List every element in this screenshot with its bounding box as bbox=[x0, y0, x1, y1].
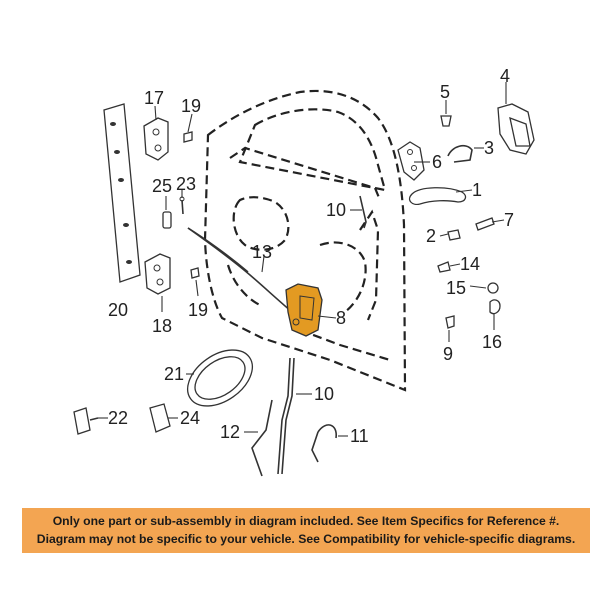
part-18-lower-hinge bbox=[144, 253, 171, 295]
leader-lines bbox=[98, 82, 507, 437]
callout-20: 20 bbox=[108, 300, 128, 320]
callout-22: 22 bbox=[108, 408, 128, 428]
part-9-clip bbox=[445, 315, 455, 329]
part-14-clip bbox=[437, 261, 451, 273]
part-22-bracket bbox=[73, 407, 99, 435]
callout-1: 1 bbox=[472, 180, 482, 200]
callout-3: 3 bbox=[484, 138, 494, 158]
part-2-clip bbox=[447, 229, 461, 241]
part-8-door-latch bbox=[285, 283, 323, 337]
callout-19-lower: 19 bbox=[188, 300, 208, 320]
callout-12: 12 bbox=[220, 422, 240, 442]
part-4-latch-striker bbox=[497, 103, 535, 155]
part-23-pin bbox=[179, 196, 185, 215]
callout-19-upper: 19 bbox=[181, 96, 201, 116]
part-1-handle bbox=[408, 187, 467, 206]
part-7-rod-end bbox=[475, 217, 495, 231]
callout-7: 7 bbox=[504, 210, 514, 230]
part-20-strip bbox=[103, 103, 141, 283]
callout-2: 2 bbox=[426, 226, 436, 246]
part-11-rod bbox=[311, 424, 337, 463]
part-12-rod bbox=[251, 399, 273, 477]
callout-21: 21 bbox=[164, 364, 184, 384]
part-17-upper-hinge bbox=[143, 117, 169, 161]
callout-25: 25 bbox=[152, 176, 172, 196]
part-19-bolt-upper bbox=[183, 131, 193, 143]
part-10-rod-upper bbox=[359, 195, 367, 229]
disclaimer-banner: Only one part or sub-assembly in diagram… bbox=[22, 508, 590, 553]
part-19-bolt-lower bbox=[190, 267, 200, 279]
disclaimer-line-2: Diagram may not be specific to your vehi… bbox=[36, 532, 576, 546]
part-15-grommet bbox=[487, 282, 499, 294]
callout-5: 5 bbox=[440, 82, 450, 102]
callout-11: 11 bbox=[350, 426, 369, 446]
part-16-pin bbox=[489, 299, 501, 315]
callout-24: 24 bbox=[180, 408, 200, 428]
callout-labels: 17 19 5 4 3 6 1 25 23 10 7 2 13 14 15 20… bbox=[108, 66, 514, 446]
callout-10-lower: 10 bbox=[314, 384, 334, 404]
callout-17: 17 bbox=[144, 88, 164, 108]
part-21-speaker bbox=[187, 349, 253, 407]
part-5-screw bbox=[440, 115, 452, 127]
part-3-clip bbox=[447, 144, 473, 163]
callout-9: 9 bbox=[443, 344, 453, 364]
part-24-bumper bbox=[149, 403, 171, 433]
callout-23: 23 bbox=[176, 174, 196, 194]
callout-10-upper: 10 bbox=[326, 200, 346, 220]
callout-4: 4 bbox=[500, 66, 510, 86]
part-25-bushing bbox=[162, 211, 172, 229]
callout-15: 15 bbox=[446, 278, 466, 298]
callout-13: 13 bbox=[252, 242, 272, 262]
disclaimer-line-1: Only one part or sub-assembly in diagram… bbox=[52, 514, 560, 528]
part-6-plate bbox=[397, 141, 425, 181]
callout-8: 8 bbox=[336, 308, 346, 328]
part-10-rod-lower bbox=[277, 357, 295, 475]
door-outline bbox=[203, 89, 407, 392]
callout-18: 18 bbox=[152, 316, 172, 336]
callout-14: 14 bbox=[460, 254, 480, 274]
part-13-rod bbox=[187, 227, 293, 313]
callout-6: 6 bbox=[432, 152, 442, 172]
callout-16: 16 bbox=[482, 332, 502, 352]
